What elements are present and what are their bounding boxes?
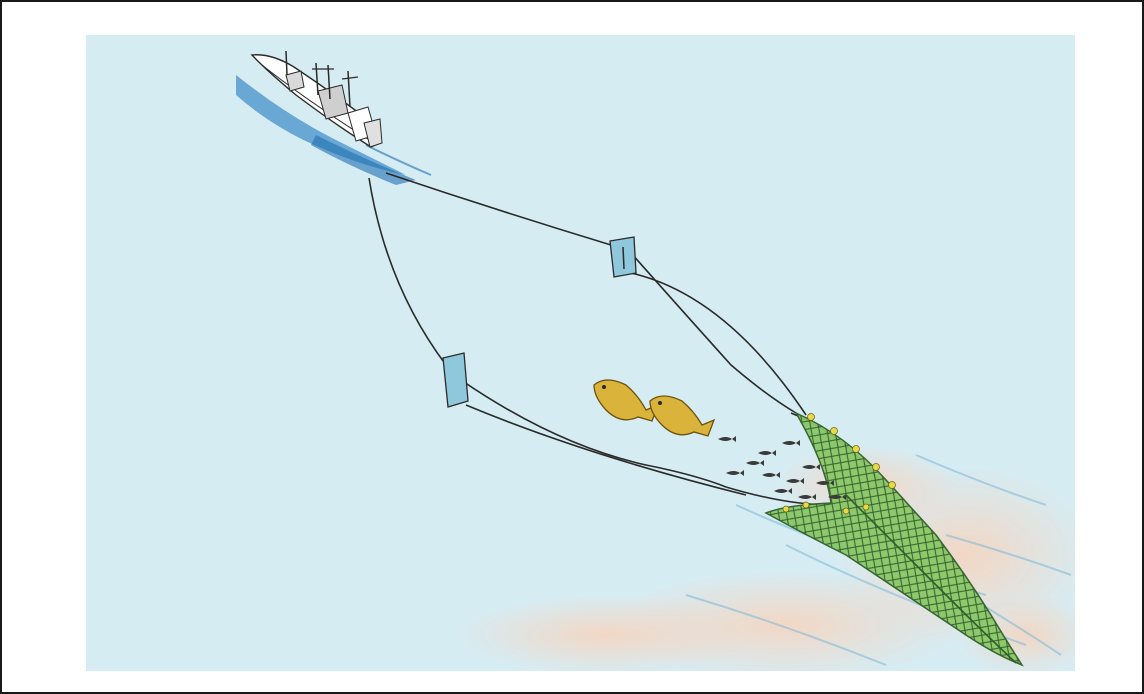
large-fish-2 [649, 395, 716, 437]
ship-icon [250, 50, 383, 148]
net-floats [782, 413, 896, 515]
trawling-illustration [86, 35, 1075, 671]
otter-board-upper [609, 236, 637, 278]
otter-board-lower [442, 352, 469, 408]
trawl-net [764, 411, 1024, 667]
ship-wake [236, 75, 432, 185]
fish-icon [718, 436, 846, 500]
trawling-scene-svg [86, 35, 1075, 671]
small-fish-school [718, 436, 846, 500]
